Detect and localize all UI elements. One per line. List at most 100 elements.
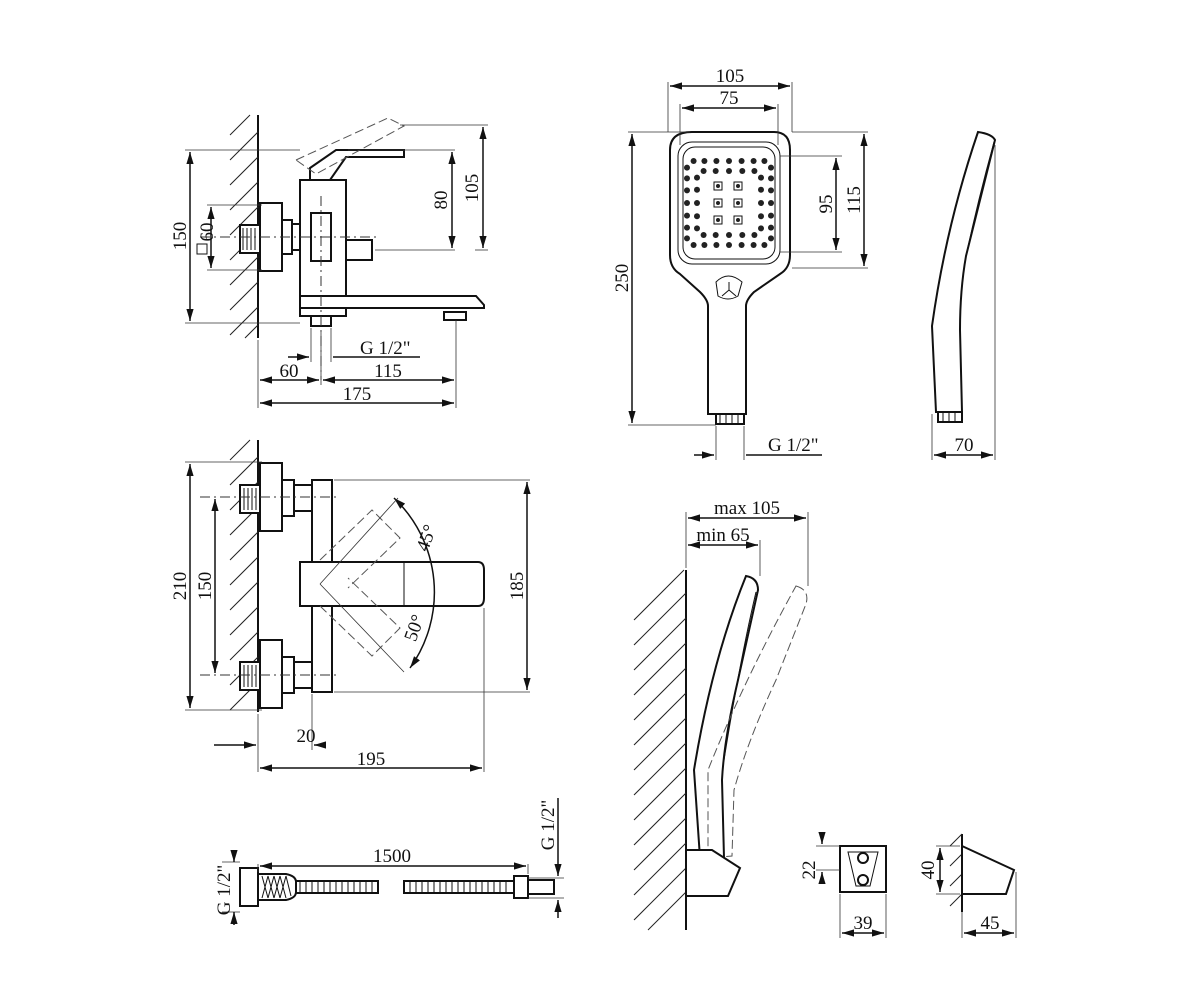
side-dim-150: 150 [170,222,191,251]
shower-dim-95: 95 [816,195,837,214]
nozzle-dot [690,242,697,248]
hose-thread-right: G 1/2" [538,800,559,851]
wall-holder-front-view: 22 39 [799,832,887,938]
holder-min-label: min 65 [696,525,749,546]
nozzle-dot [768,224,774,231]
top-dim-210: 210 [170,572,191,601]
side-dim-square-60: 60 [197,223,218,242]
top-dim-195: 195 [357,749,386,770]
nozzle-dot [768,164,774,171]
nozzle-dot [684,212,690,219]
nozzle-dot [739,168,746,174]
nozzle-dot [716,184,720,188]
shower-dim-115: 115 [844,186,865,214]
nozzle-dot [694,225,700,232]
nozzle-dot [684,164,690,171]
nozzle-dot [736,201,740,205]
side-thread-label: G 1/2" [360,338,411,359]
wall-hatch-holder [633,569,687,931]
nozzle-dot [738,158,745,164]
nozzle-dot [694,186,700,193]
holder-dim-45: 45 [981,913,1000,934]
nozzle-dot [736,184,740,188]
side-dim-175: 175 [343,384,372,405]
nozzle-square [713,215,723,225]
nozzle-dot [736,218,740,222]
nozzle-dot [738,242,745,248]
nozzle-dot [751,232,758,238]
nozzle-dot [684,235,690,242]
nozzle-dot [726,168,732,174]
side-dim-80: 80 [431,191,452,210]
shower-dim-105: 105 [716,66,745,87]
nozzle-square [733,181,743,191]
nozzle-dot [758,186,764,193]
holder-dim-22: 22 [799,861,820,880]
holder-dim-39: 39 [854,913,873,934]
nozzle-dot [684,224,690,231]
nozzle-dot [684,187,690,194]
nozzle-dot [750,158,757,164]
side-dim-60: 60 [280,361,299,382]
top-dim-185: 185 [507,572,528,601]
nozzle-dot [768,212,774,219]
side-dim-115: 115 [374,361,402,382]
nozzle-dot [768,235,774,242]
nozzle-dot [768,200,774,206]
nozzle-dot [716,201,720,205]
nozzle-dot [701,242,708,248]
nozzle-dot [694,174,700,181]
nozzle-dot [750,242,757,248]
nozzle-dot [690,158,697,164]
hose-length: 1500 [373,846,411,867]
shower-dim-75: 75 [720,88,739,109]
nozzle-dot [694,200,700,206]
nozzle-dot [758,213,764,220]
nozzle-pattern [684,158,774,248]
nozzle-dot [751,168,758,174]
nozzle-dot [726,232,732,238]
nozzle-square [733,198,743,208]
nozzle-dot [758,225,764,232]
nozzle-dot [758,200,764,206]
top-dim-150: 150 [195,572,216,601]
nozzle-dot [701,158,708,164]
nozzle-dot [768,175,774,182]
nozzle-dot [713,158,720,164]
nozzle-dot [700,232,707,238]
nozzle-square [713,198,723,208]
nozzle-dot [726,242,732,248]
top-dim-20: 20 [297,726,316,747]
nozzle-dot [712,232,719,238]
mixer-top-view: 210 150 185 45° 50° 20 195 [170,439,531,772]
nozzle-dot [726,158,732,164]
nozzle-dot [684,175,690,182]
wall-holder-side-view: 40 45 [918,833,1017,938]
nozzle-dot [739,232,746,238]
shower-hose: 1500 G 1/2" G 1/2" [214,798,564,925]
nozzle-dot [758,174,764,181]
nozzle-dot [694,213,700,220]
nozzle-dot [700,168,707,174]
hand-shower-side-view: 70 [930,130,997,460]
shower-in-holder-view: max 105 min 65 [633,498,809,931]
hose-thread-left: G 1/2" [214,865,235,916]
nozzle-square [713,181,723,191]
hand-shower-front-view: 105 75 95 115 250 G 1/2" [612,66,868,460]
nozzle-dot [713,242,720,248]
nozzle-square [733,215,743,225]
nozzle-dot [712,168,719,174]
shower-dim-250: 250 [612,264,633,293]
nozzle-dot [684,200,690,206]
side-dim-105: 105 [462,174,483,203]
nozzle-dot [716,218,720,222]
shower-thread-label: G 1/2" [768,435,819,456]
shower-dim-70: 70 [955,435,974,456]
nozzle-dot [761,242,768,248]
holder-dim-40: 40 [918,861,939,880]
holder-max-label: max 105 [714,498,780,519]
nozzle-dot [761,158,768,164]
mixer-side-view: 150 60 80 105 G 1/2" 60 115 175 [170,114,488,408]
nozzle-dot [768,187,774,194]
